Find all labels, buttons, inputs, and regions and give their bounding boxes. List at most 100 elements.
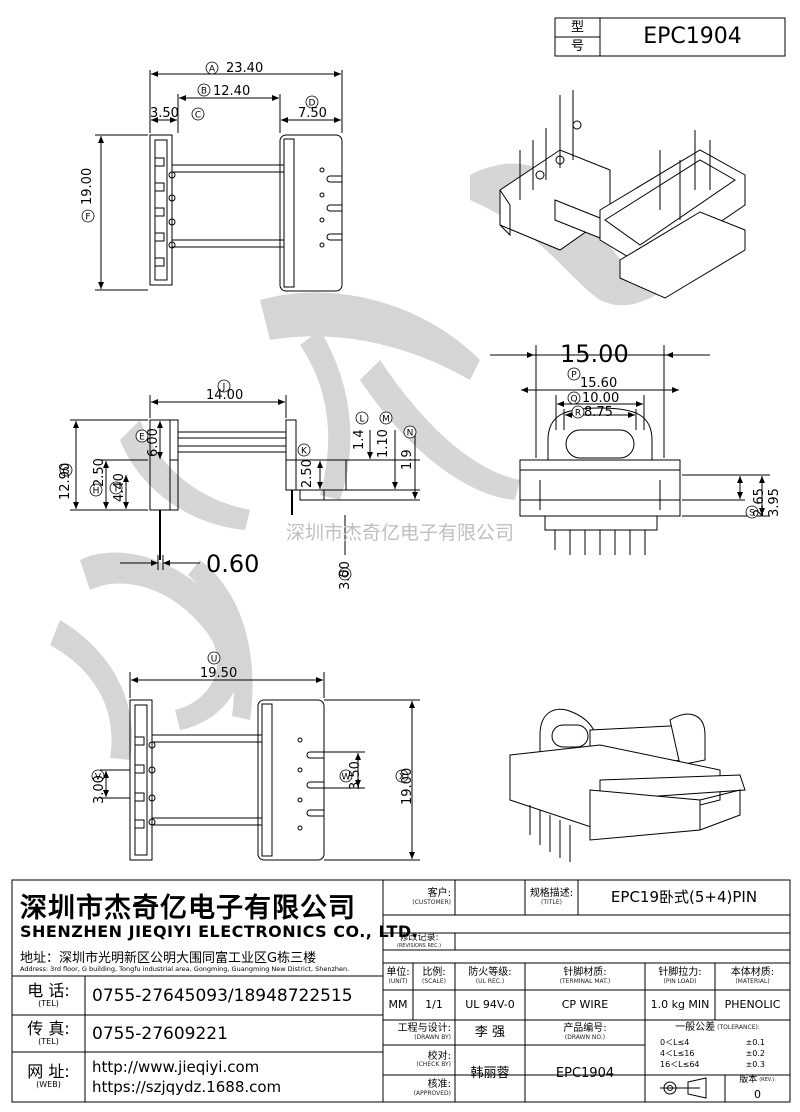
dimension-letter-X: X <box>395 769 409 783</box>
web-link-2[interactable]: https://szjqydz.1688.com <box>92 1078 282 1096</box>
dimension-letter-text: Q <box>570 395 577 405</box>
tel-label-en: (TEL) <box>38 998 59 1008</box>
tolerance-value: ±0.1 <box>745 1038 765 1047</box>
dim-C-value: 3.50 <box>150 106 179 121</box>
pinload-label-cn: 针脚拉力: <box>658 967 702 979</box>
unit-label: 单位: (UNIT) <box>383 963 413 990</box>
dim-D-value: 7.50 <box>298 106 327 121</box>
pinload-label: 针脚拉力: (PIN LOAD) <box>645 963 715 990</box>
check-label-en: (CHECK BY) <box>416 1061 451 1069</box>
revisions-label: 修改记录: (REVISIONS REC.) <box>383 933 455 950</box>
dim-A-value: 23.40 <box>226 61 264 76</box>
unit-value: MM <box>388 998 408 1012</box>
dimension-letter-V: V <box>91 769 105 783</box>
watermark-text: 深圳市杰奇亿电子有限公司 <box>285 522 514 545</box>
dim-E-value: 6.00 <box>146 428 161 457</box>
dimension-letter-text: L <box>359 415 364 425</box>
tolerance-range: 16＜L≤64 <box>660 1060 700 1069</box>
fax-label-en: (TEL) <box>38 1036 59 1046</box>
dimension-letter-text: A <box>209 65 216 75</box>
dimension-letter-C: C <box>191 107 205 121</box>
dim-P-value: 15.60 <box>580 376 618 391</box>
drawn-value: 李 强 <box>474 1024 506 1040</box>
dimension-letter-U: U <box>207 651 221 665</box>
dim-top15-value: 15.00 <box>560 340 629 368</box>
dim-H-value: 2.50 <box>92 458 107 487</box>
dim-B-value: 12.40 <box>213 84 251 99</box>
web-link-1[interactable]: http://www.jieqiyi.com <box>92 1058 260 1076</box>
customer-value <box>455 880 525 915</box>
version-label-cn: 版本 <box>739 1075 758 1086</box>
dimension-letter-text: C <box>195 111 201 121</box>
dim-W-value: 3.50 <box>348 761 363 790</box>
ul-label-en: (UL REC.) <box>475 977 505 985</box>
approved-label-cn: 核准: <box>427 1079 451 1091</box>
dimension-letter-text: N <box>407 429 414 439</box>
dim-S-value: 2.65 <box>752 488 767 517</box>
drawn-label-cn: 工程与设计: <box>397 1023 451 1035</box>
tolerance-row: 4＜L≤16±0.2 <box>660 1048 785 1059</box>
terminal-label-cn: 针脚材质: <box>563 967 607 979</box>
title-label-en: (TITLE) <box>541 898 562 906</box>
drawing-no-value: EPC1904 <box>555 1065 615 1081</box>
pinload-label-en: (PIN LOAD) <box>663 977 697 985</box>
dim-G-value: 12.90 <box>58 462 73 500</box>
web-label-cn: 网 址: <box>27 1062 70 1082</box>
dimension-letter-K: K <box>297 443 311 457</box>
material-label-en: (MATERIAL) <box>735 977 770 985</box>
revisions-label-cn: 修改记录: <box>399 933 439 944</box>
dimension-letter-E: E <box>135 429 149 443</box>
dimension-letter-text: O <box>341 571 348 581</box>
model-label-2: 号 <box>570 38 584 54</box>
dim-K-value: 2.50 <box>300 459 315 488</box>
revisions-label-en: (REVISIONS REC.) <box>396 942 442 949</box>
dimension-letter-B: B <box>197 83 211 97</box>
bottom-view <box>100 672 420 861</box>
tolerance-header: 一般公差 (TOLERANCE): <box>645 1021 790 1035</box>
fax-value: 0755-27609221 <box>92 1024 228 1044</box>
dimension-letter-text: R <box>575 409 581 419</box>
dimension-letter-L: L <box>355 411 369 425</box>
check-label-cn: 校对: <box>427 1050 451 1062</box>
unit-label-cn: 单位: <box>386 967 410 979</box>
dim-X-value: 19.00 <box>400 767 415 805</box>
version-value: 0 <box>754 1088 761 1102</box>
dimension-letter-J: J <box>217 379 231 393</box>
tolerance-range: 0＜L≤4 <box>660 1038 690 1047</box>
scale-value: 1/1 <box>425 998 443 1012</box>
dimension-letter-H: H <box>89 483 103 497</box>
dimension-letter-text: K <box>301 447 308 457</box>
dim-J-value: 14.00 <box>206 388 244 403</box>
drawn-label-en: (DRAWN BY) <box>414 1033 451 1041</box>
dimension-letter-text: H <box>93 487 100 497</box>
tel-label: 电 话: (TEL) <box>12 976 85 1015</box>
dimension-letter-A: A <box>205 61 219 75</box>
dimension-letter-R: R <box>571 405 585 419</box>
drawing-no-label-en: (DRAWN NO.) <box>564 1033 606 1041</box>
scale-label: 比例: (SCALE) <box>413 963 455 990</box>
dim-Q-value: 10.00 <box>582 391 620 406</box>
dimension-letter-text: S <box>749 509 755 519</box>
dimension-letter-text: F <box>85 213 90 223</box>
dim-T-value: 3.95 <box>767 488 782 517</box>
version-label: 版本 (REV.): <box>725 1075 790 1087</box>
dimension-letter-Q: Q <box>567 391 581 405</box>
dim-O-value: 3.00 <box>338 561 353 590</box>
drawing-no-label: 产品编号: (DRAWN NO.) <box>525 1020 645 1045</box>
dimension-letter-text: D <box>309 99 316 109</box>
side-view <box>490 345 770 555</box>
tel-label-cn: 电 话: <box>27 980 70 1000</box>
company-name-cn: 深圳市杰奇亿电子有限公司 <box>20 893 356 924</box>
fax-label-cn: 传 真: <box>27 1018 70 1038</box>
iso-view-2 <box>509 708 746 862</box>
dimension-letter-D: D <box>305 95 319 109</box>
check-value: 韩丽蓉 <box>470 1065 510 1081</box>
dimension-letter-W: W <box>339 769 353 783</box>
dim-M-value: 1.10 <box>376 429 391 458</box>
tolerance-label-cn: 一般公差 <box>675 1021 716 1033</box>
terminal-label-en: (TERMINAL MAT.) <box>559 977 611 985</box>
dimension-letter-M: M <box>379 411 393 425</box>
dimension-letter-text: E <box>139 433 145 443</box>
dimension-letter-text: W <box>342 773 351 783</box>
